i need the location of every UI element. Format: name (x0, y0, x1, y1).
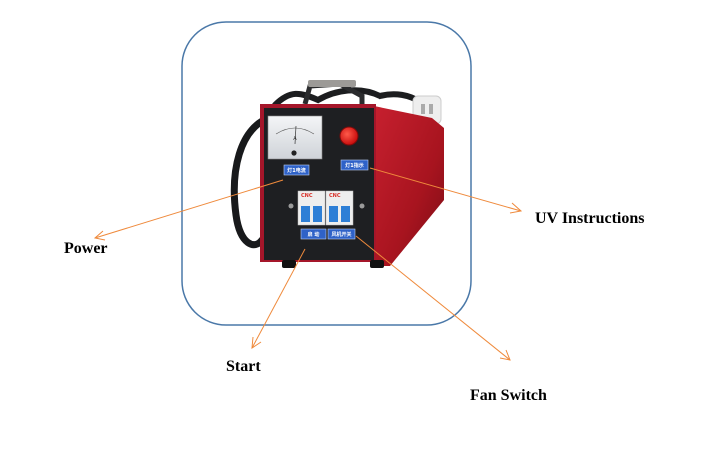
arrow-icon (251, 248, 306, 349)
fan-switch (329, 206, 338, 222)
uv-controller-device: A 灯1电流 灯1指示 CNC CNC (230, 80, 444, 268)
callout-uv-instructions-label: UV Instructions (535, 210, 645, 227)
device-side-panel (374, 106, 444, 266)
tag-start: 启 动 (300, 228, 327, 240)
left-foot (282, 260, 296, 268)
svg-text:CNC: CNC (301, 193, 313, 199)
indicator-lamp (339, 126, 359, 146)
handle-grip (308, 80, 356, 87)
top-cables (272, 87, 423, 108)
tag-fan-switch: 风机开关 (327, 228, 356, 240)
arrow-icon (369, 167, 523, 214)
svg-text:灯1指示: 灯1指示 (345, 162, 363, 169)
photo-frame (181, 21, 472, 326)
panel-screw (288, 203, 294, 209)
power-cable (230, 114, 272, 249)
svg-text:启 动: 启 动 (308, 231, 320, 238)
callout-fan-switch-label: Fan Switch (470, 387, 547, 404)
panel-screw (359, 203, 365, 209)
right-foot (370, 260, 384, 268)
arrow-icon (93, 179, 284, 241)
tag-lamp-current: 灯1电流 (283, 164, 310, 176)
circuit-breakers: CNC CNC (297, 190, 354, 226)
arrow-icon (355, 235, 511, 361)
start-switch (313, 206, 322, 222)
ammeter-gauge: A (267, 115, 323, 160)
callout-start-label: Start (226, 358, 261, 375)
svg-text:CNC: CNC (329, 193, 341, 199)
svg-text:风机开关: 风机开关 (331, 231, 351, 238)
meter-unit: A (293, 136, 297, 142)
callout-power-label: Power (64, 240, 108, 257)
tag-lamp-indicator: 灯1指示 (340, 159, 369, 171)
start-switch (301, 206, 310, 222)
fan-switch (341, 206, 350, 222)
svg-text:灯1电流: 灯1电流 (287, 167, 305, 174)
